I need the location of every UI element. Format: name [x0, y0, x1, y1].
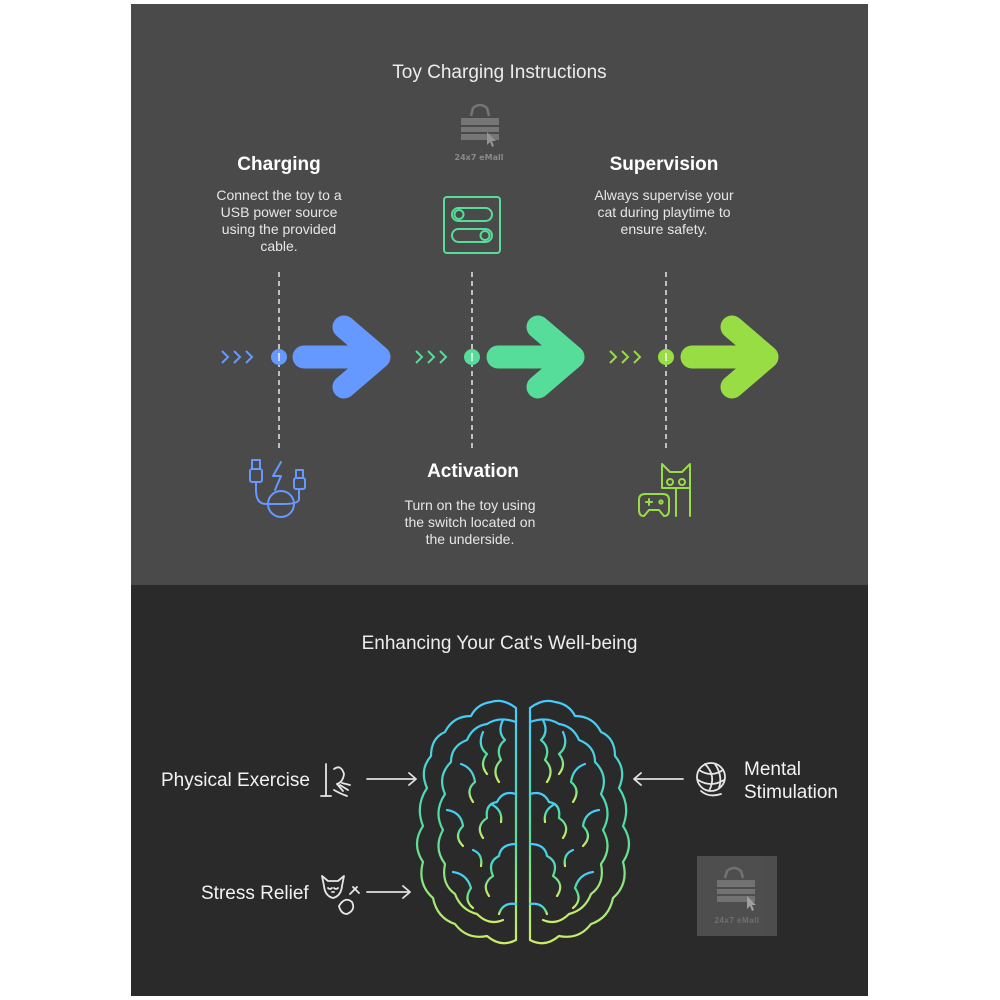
watermark-text-top: 24x7 eMall: [455, 153, 504, 162]
step-charging-connector: [271, 272, 287, 452]
step-heading-activation: Activation: [427, 461, 519, 482]
benefit-label-mental-stimulation: Mental Stimulation: [744, 759, 838, 803]
arrow-charging: [292, 315, 391, 399]
usb-charging-icon: [249, 459, 306, 518]
step-heading-charging: Charging: [237, 154, 321, 175]
watermark-box: 24x7 eMall: [697, 856, 777, 936]
arrow-activation: [486, 315, 585, 399]
arrow-supervision: [680, 315, 779, 399]
step-description-supervision: Always supervise your cat during playtim…: [594, 187, 734, 237]
section-title-charging-instructions: Toy Charging Instructions: [392, 62, 607, 83]
step-description-charging: Connect the toy to a USB power source us…: [216, 187, 342, 254]
chevrons-activation: [415, 350, 448, 364]
chevrons-charging: [221, 350, 254, 364]
step-supervision-connector: [658, 272, 674, 452]
cat-gamepad-icon: [638, 463, 691, 517]
benefit-label-physical-exercise: Physical Exercise: [161, 770, 310, 791]
step-activation-connector: [464, 272, 480, 452]
step-description-activation: Turn on the toy using the switch located…: [404, 497, 536, 547]
shopping-cart-icon: [457, 103, 501, 147]
section-title-wellbeing: Enhancing Your Cat's Well-being: [361, 633, 638, 654]
step-heading-supervision: Supervision: [609, 154, 719, 175]
shopping-cart-icon: [713, 866, 757, 911]
benefit-label-stress-relief: Stress Relief: [201, 883, 309, 904]
toy-charging-panel: Toy Charging Instructions Charging Conne…: [131, 4, 868, 585]
watermark-text-bottom: 24x7 eMall: [714, 916, 760, 925]
steps-timeline: 24x7 eMall: [221, 103, 779, 518]
infographic-card: Toy Charging Instructions Charging Conne…: [131, 4, 868, 996]
chevrons-supervision: [609, 350, 642, 364]
toggle-switch-icon: [443, 196, 501, 254]
